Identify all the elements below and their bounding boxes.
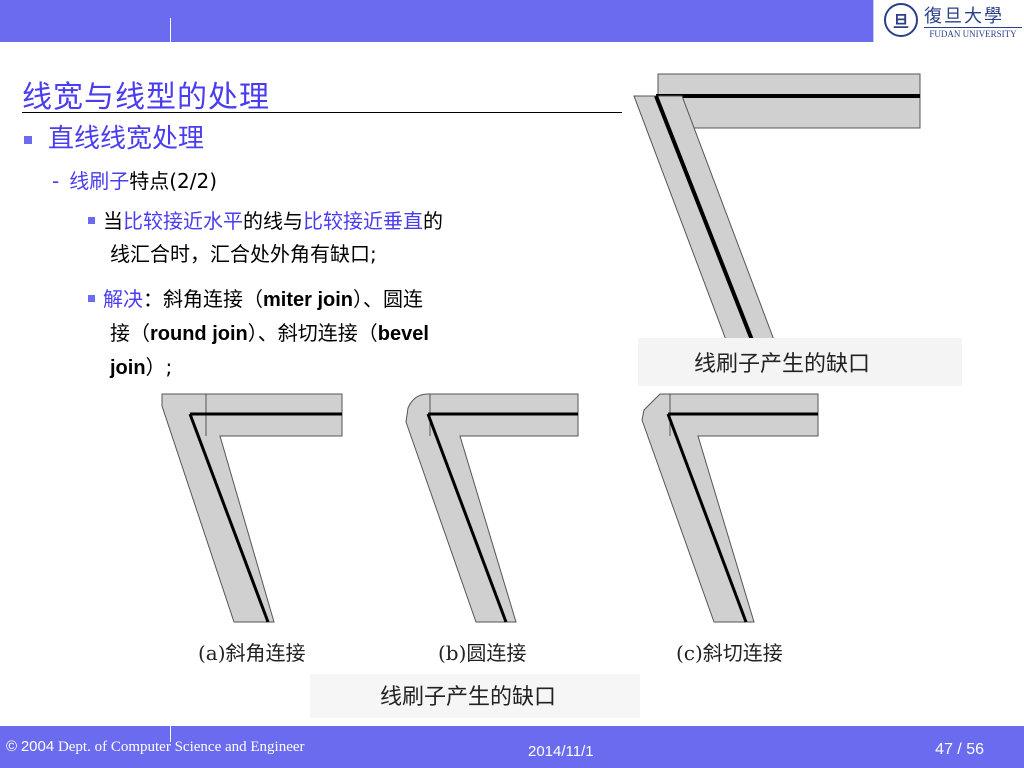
term-bevel: bevel [377,323,429,345]
level2-highlight: 线刷子 [69,169,130,193]
text-span: 的 [423,209,443,233]
bevel-caption: (c)斜切连接 [676,641,783,665]
text-span: ：斜角连接（ [143,287,263,311]
bottom-figure-caption: 线刷子产生的缺口 [380,685,556,710]
join-figures: (a)斜角连接 (b)圆连接 (c)斜切连接 线刷子产生的缺口 [150,388,840,718]
round-caption: (b)圆连接 [438,641,526,665]
page-number: 47 / 56 [935,741,984,758]
text-span: ）、斜切连接（ [247,321,378,345]
highlight-horizontal: 比较接近水平 [123,209,243,233]
logo-english-name: FUDAN UNIVERSITY [924,27,1022,39]
term-miter-join: miter join [263,289,354,311]
bullet-level3-solution: 解决：斜角连接（miter join）、圆连 接（round join）、斜切连… [88,283,608,385]
text-span: 的线与 [243,209,303,233]
square-bullet-icon [24,135,32,144]
title-underline [22,112,622,113]
horizontal-brush-stroke [657,73,921,129]
highlight-solution: 解决 [103,287,143,311]
department-name: Dept. of Computer Science and Engineer [57,739,305,755]
university-logo: 旦 復旦大學 FUDAN UNIVERSITY [873,0,1024,42]
top-bar-divider [170,18,171,42]
text-span: 当 [103,209,123,233]
bevel-join-figure: (c)斜切连接 [641,393,819,665]
footer-copyright: © 2004 Dept. of Computer Science and Eng… [6,738,305,756]
term-round-join: round join [150,323,248,345]
square-bullet-icon [88,295,95,302]
level1-text: 直线线宽处理 [48,124,205,154]
text-span: ）; [145,355,173,379]
term-join: join [110,357,146,379]
bullet-level1: 直线线宽处理 [24,118,204,155]
miter-caption: (a)斜角连接 [198,641,306,665]
footer-bar: © 2004 Dept. of Computer Science and Eng… [0,726,1024,768]
bullet1-line2: 线汇合时，汇合处外角有缺口; [110,242,377,266]
top-bar: 旦 復旦大學 FUDAN UNIVERSITY [0,0,1024,42]
round-join-figure: (b)圆连接 [405,393,579,665]
logo-seal-icon: 旦 [884,3,918,37]
text-span: 接（ [110,321,150,345]
footer-date: 2014/11/1 [528,743,594,760]
level2-text: 特点(2/2) [129,169,218,193]
top-figure-caption: 线刷子产生的缺口 [694,352,870,377]
highlight-vertical: 比较接近垂直 [303,209,423,233]
copyright-symbol: © [6,738,18,755]
footer-divider [170,726,171,742]
bullet-level3-notch: 当比较接近水平的线与比较接近垂直的 线汇合时，汇合处外角有缺口; [88,205,608,271]
logo-chinese-name: 復旦大學 [924,6,1004,27]
notch-figure: 线刷子产生的缺口 [622,68,962,386]
miter-join-figure: (a)斜角连接 [161,393,343,665]
bullet-level2: -线刷子特点(2/2) [52,165,217,194]
slide-title: 线宽与线型的处理 [22,80,270,115]
square-bullet-icon [88,217,95,224]
copyright-year: 2004 [20,738,55,755]
dash-bullet: - [52,169,60,193]
text-span: ）、圆连 [353,287,424,311]
